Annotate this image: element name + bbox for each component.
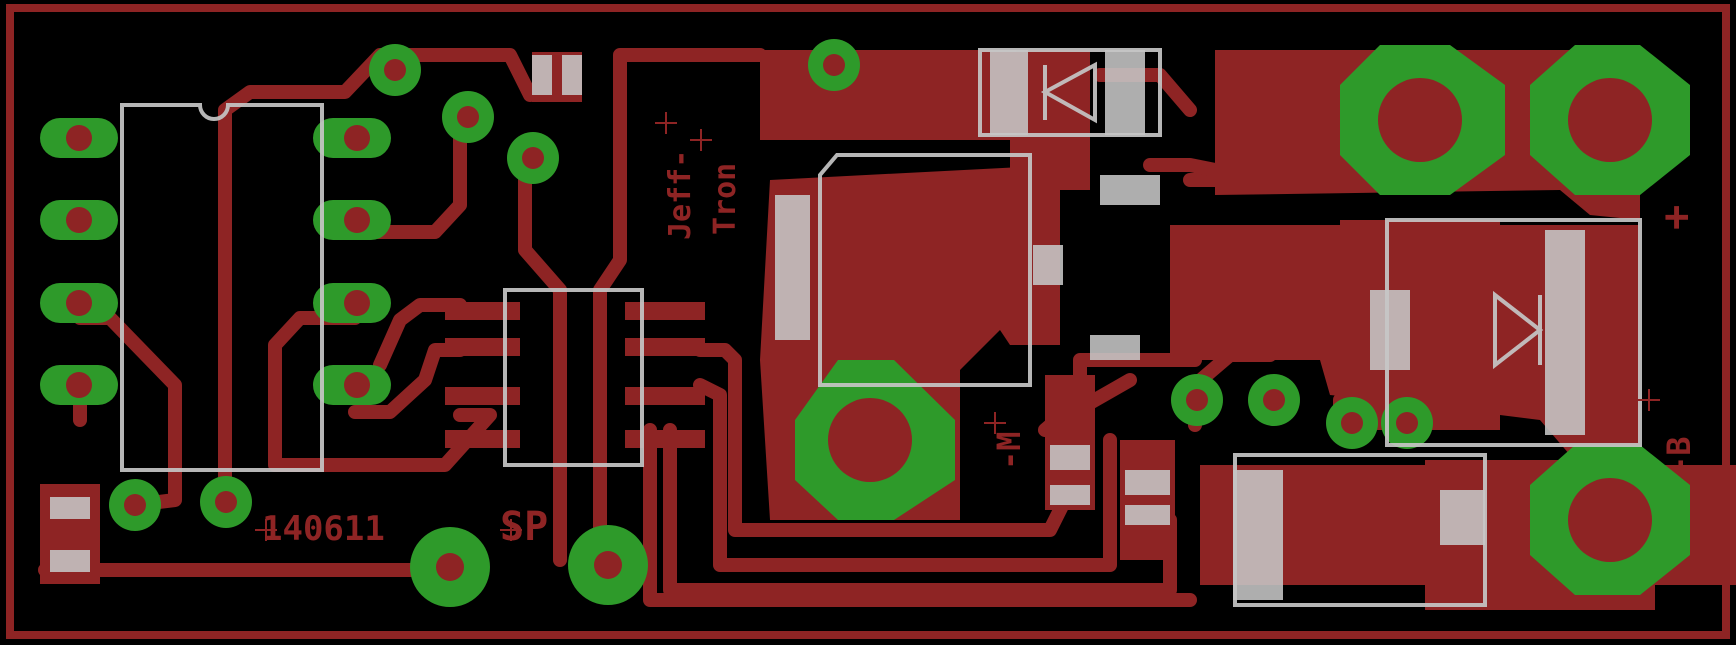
silkscreen-fills — [50, 50, 1585, 600]
right-diode-symbol — [1493, 290, 1544, 370]
date-code-label: 140611 — [262, 509, 385, 549]
regulator-outline — [818, 153, 1032, 387]
drill-holes — [66, 54, 1652, 581]
soic-outline — [503, 288, 644, 467]
dip8-outline — [120, 103, 324, 472]
top-diode-outline — [978, 48, 1162, 137]
speaker-label: SP — [500, 504, 548, 550]
motor-label: -M — [990, 431, 1028, 470]
top-diode-symbol — [1040, 61, 1097, 124]
battery-pos-label: + — [1651, 205, 1700, 230]
maker-label-line2: Tron — [708, 163, 743, 235]
board-outline — [6, 4, 1730, 639]
battery-neg-label: -B — [1660, 436, 1698, 475]
maker-label-line1: Jeff- — [663, 150, 698, 240]
origin-marks — [255, 112, 1660, 541]
